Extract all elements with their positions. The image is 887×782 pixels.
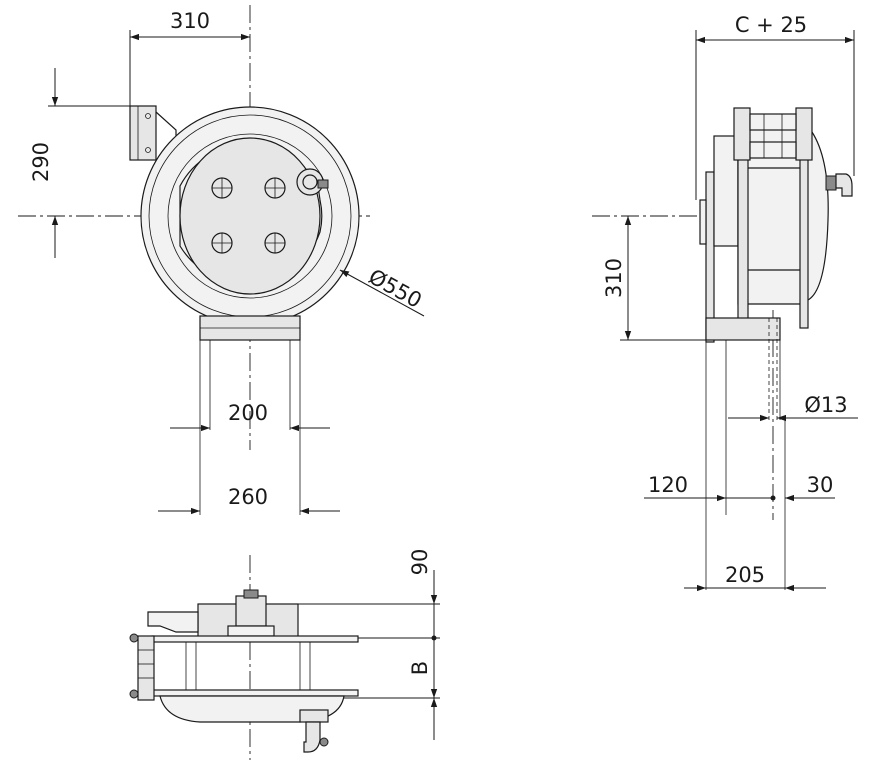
dim-200: 200	[170, 401, 330, 432]
dim-90-label: 90	[408, 549, 432, 576]
front-view: 310 290 Ø550 200 260	[18, 5, 426, 515]
dim-hole-13-label: Ø13	[804, 393, 847, 417]
dim-205: 205	[684, 563, 826, 592]
dim-90: 90	[408, 549, 438, 641]
dim-c-plus-25-label: C + 25	[735, 13, 807, 37]
swivel-elbow-side	[825, 173, 853, 197]
top-bracket	[147, 589, 299, 639]
reel-drum-front	[140, 106, 360, 326]
dim-310-front: 310	[129, 9, 250, 106]
dim-290: 290	[29, 68, 130, 258]
top-clamp-side	[733, 107, 813, 161]
dim-b: B	[408, 638, 438, 740]
side-view: C + 25 310 Ø13 120 30 205	[592, 13, 858, 592]
drum-side	[737, 127, 829, 331]
drum-top	[129, 633, 359, 723]
wall-plate-side	[699, 135, 739, 343]
hose-outlet	[296, 168, 329, 196]
dim-310-side-label: 310	[602, 258, 626, 298]
swivel-elbow-top	[299, 709, 329, 753]
dim-310-label: 310	[170, 9, 210, 33]
dim-260: 260	[158, 485, 340, 515]
dim-hole-13: Ø13	[728, 393, 858, 422]
hub-bolts	[211, 177, 286, 254]
dim-diameter-550: Ø550	[339, 264, 426, 317]
dim-200-label: 200	[228, 401, 268, 425]
dim-diameter-label: Ø550	[365, 264, 426, 312]
dim-260-label: 260	[228, 485, 268, 509]
dim-c-plus-25: C + 25	[695, 13, 855, 200]
wall-bracket	[129, 105, 177, 161]
dim-290-label: 290	[29, 142, 53, 182]
dim-120-30: 120 30	[644, 473, 835, 502]
base-foot-side	[705, 317, 786, 590]
dim-205-label: 205	[725, 563, 765, 587]
top-view: 90 B	[129, 549, 440, 760]
dim-120-label: 120	[648, 473, 688, 497]
dim-30-label: 30	[807, 473, 834, 497]
reel-foot-front	[199, 315, 301, 515]
dim-310-side: 310	[602, 216, 780, 341]
dim-b-label: B	[408, 661, 432, 675]
